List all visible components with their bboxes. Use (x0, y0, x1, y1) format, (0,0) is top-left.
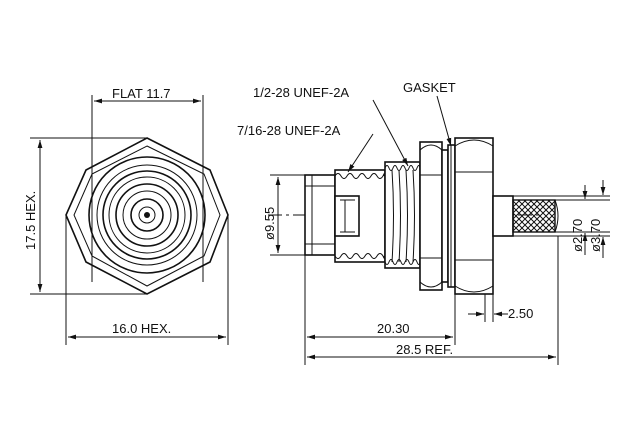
knurled-cable (512, 199, 556, 233)
lock-washer (441, 149, 449, 283)
gasket-label: GASKET (403, 80, 456, 95)
inner-thread-section (334, 169, 386, 263)
dia-9-55-label: ø9.55 (262, 207, 277, 240)
inner-thread-label: 7/16-28 UNEF-2A (237, 123, 341, 138)
front-concentric-circles (88, 156, 206, 274)
front-view: FLAT 11.7 17.5 HEX. 16.0 HEX. (23, 86, 229, 345)
mounting-nut (419, 141, 443, 291)
flange-hex (454, 137, 494, 295)
hex-width-label: 16.0 HEX. (112, 321, 171, 336)
outer-thread-section (384, 161, 421, 269)
dim-20-30-label: 20.30 (377, 321, 410, 336)
flat-dimension-label: FLAT 11.7 (112, 86, 171, 101)
dim-28-5-label: 28.5 REF. (396, 342, 453, 357)
dia-3-70-label: ø3.70 (588, 219, 603, 252)
rear-tube (492, 195, 514, 237)
front-sleeve (304, 174, 336, 256)
side-view: 1/2-28 UNEF-2A 7/16-28 UNEF-2A GASKET ø9… (237, 80, 610, 365)
dim-2-50-label: 2.50 (508, 306, 533, 321)
outer-thread-label: 1/2-28 UNEF-2A (253, 85, 349, 100)
dia-2-70-label: ø2.70 (570, 219, 585, 252)
hex-height-label: 17.5 HEX. (23, 191, 38, 250)
